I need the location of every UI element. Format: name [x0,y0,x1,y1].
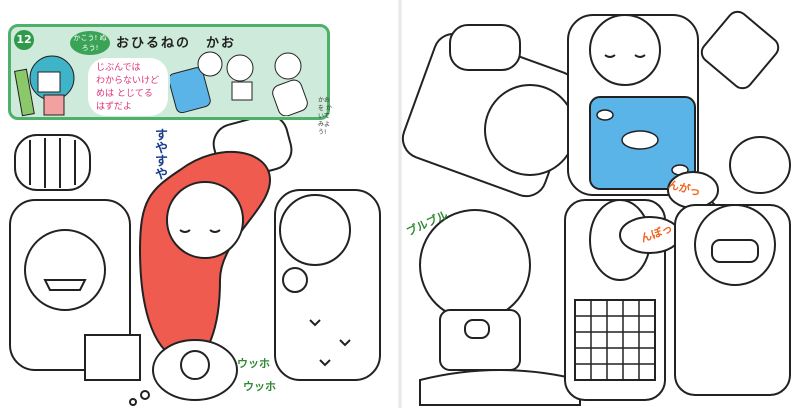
suyasuya-text: すやすや [152,128,167,180]
book-gutter [398,0,402,408]
ukkho-text-1: ウッホ [237,357,270,370]
star-pillow [449,24,521,71]
mascot-girl-with-pencil [14,55,75,117]
monkey-dream-bubble [152,339,238,401]
striped-pillow [14,134,91,191]
speech-bubble: じぶんでは わからないけど めは とじてる はずだよ [88,58,168,116]
activity-title: おひるねの かお [116,36,237,51]
speech-line: はずだよ [96,102,132,112]
crying-boy-head [24,229,106,311]
hint-text: かおを かいてみよう! [318,97,332,136]
panda-shirt-print [464,319,490,339]
ukkho-text-2: ウッホ [243,380,276,393]
speech-line: わからないけど [96,76,160,86]
teddy-bear [282,267,308,293]
dog [729,136,791,194]
sleeping-kid-head [484,84,576,176]
speech-line: じぶんでは [96,63,141,73]
example-illustrations [170,51,308,116]
page-number-badge: 12 [14,30,34,50]
draw-color-badge: かこう! ぬろう! [70,31,110,55]
sleeping-girl-head [166,181,244,259]
cat-pillow [700,10,780,90]
speech-line: めは とじてる [96,89,153,99]
